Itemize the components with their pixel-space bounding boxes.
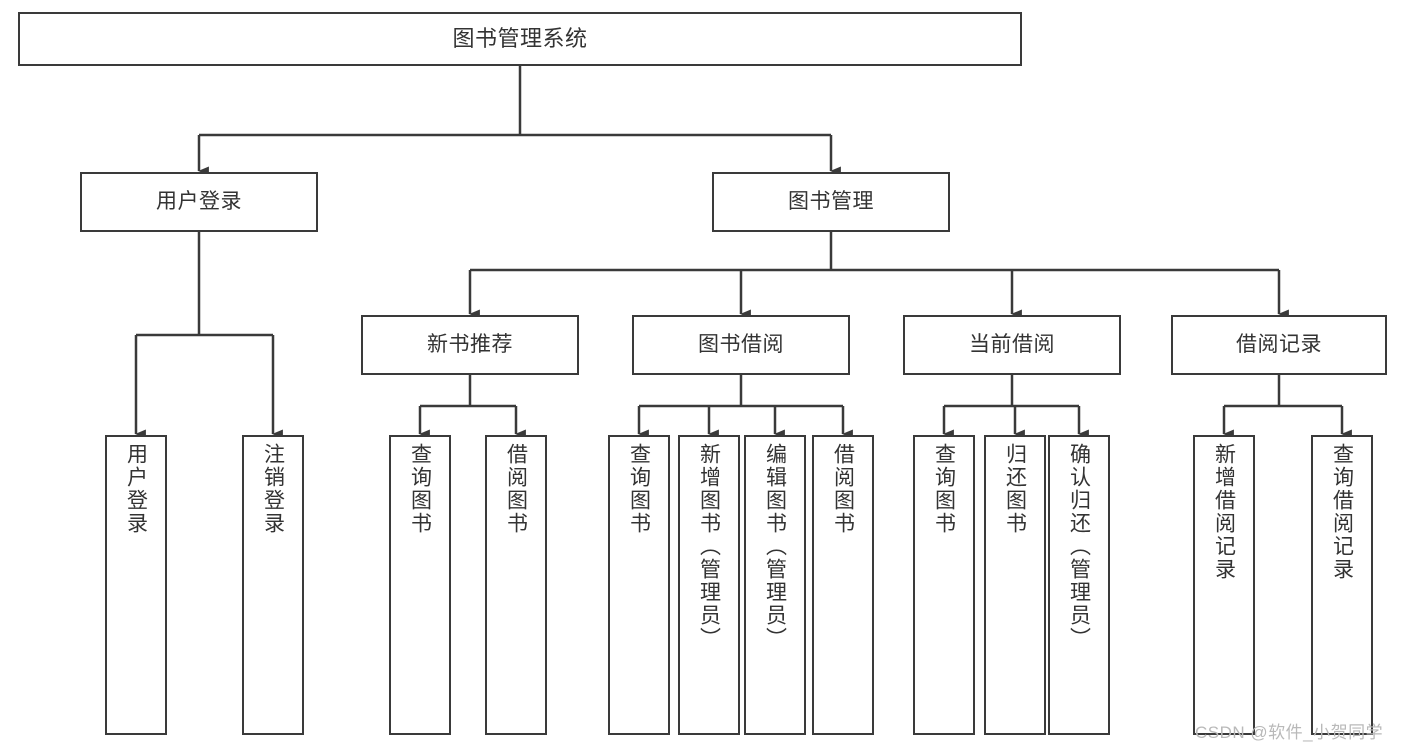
node-label: 图书管理 [788, 189, 874, 213]
node-label: 确认归还（管理员） [1067, 443, 1091, 650]
node-login[interactable]: 用户登录 [80, 172, 318, 232]
node-label: 新增借阅记录 [1212, 443, 1236, 581]
node-leaf-borrow-b[interactable]: 借阅图书 [812, 435, 874, 735]
node-label: 用户登录 [156, 189, 242, 213]
node-label: 查询图书 [627, 443, 651, 535]
node-label: 注销登录 [261, 443, 285, 535]
node-leaf-query-rec[interactable]: 查询借阅记录 [1311, 435, 1373, 735]
node-label: 新增图书（管理员） [697, 443, 721, 650]
node-leaf-login[interactable]: 用户登录 [105, 435, 167, 735]
node-leaf-edit-book[interactable]: 编辑图书（管理员） [744, 435, 806, 735]
node-borrow[interactable]: 图书借阅 [632, 315, 850, 375]
node-leaf-query-c[interactable]: 查询图书 [913, 435, 975, 735]
node-root[interactable]: 图书管理系统 [18, 12, 1022, 66]
node-leaf-add-book[interactable]: 新增图书（管理员） [678, 435, 740, 735]
node-label: 归还图书 [1003, 443, 1027, 535]
node-newbook[interactable]: 新书推荐 [361, 315, 579, 375]
node-label: 查询图书 [932, 443, 956, 535]
node-label: 新书推荐 [427, 332, 513, 356]
watermark: CSDN @软件_小贺同学 [1195, 723, 1384, 742]
node-label: 查询借阅记录 [1330, 443, 1354, 581]
node-leaf-return[interactable]: 归还图书 [984, 435, 1046, 735]
node-leaf-add-rec[interactable]: 新增借阅记录 [1193, 435, 1255, 735]
node-current[interactable]: 当前借阅 [903, 315, 1121, 375]
node-label: 图书借阅 [698, 332, 784, 356]
node-label: 借阅图书 [831, 443, 855, 535]
node-leaf-borrow-new[interactable]: 借阅图书 [485, 435, 547, 735]
node-leaf-query-b[interactable]: 查询图书 [608, 435, 670, 735]
node-label: 当前借阅 [969, 332, 1055, 356]
node-leaf-confirm[interactable]: 确认归还（管理员） [1048, 435, 1110, 735]
node-label: 用户登录 [124, 443, 148, 535]
node-label: 图书管理系统 [452, 26, 588, 52]
node-label: 查询图书 [408, 443, 432, 535]
node-records[interactable]: 借阅记录 [1171, 315, 1387, 375]
node-label: 编辑图书（管理员） [763, 443, 787, 650]
node-label: 借阅图书 [504, 443, 528, 535]
node-label: 借阅记录 [1236, 332, 1322, 356]
node-bookmgmt[interactable]: 图书管理 [712, 172, 950, 232]
node-leaf-logout[interactable]: 注销登录 [242, 435, 304, 735]
node-leaf-query-new[interactable]: 查询图书 [389, 435, 451, 735]
